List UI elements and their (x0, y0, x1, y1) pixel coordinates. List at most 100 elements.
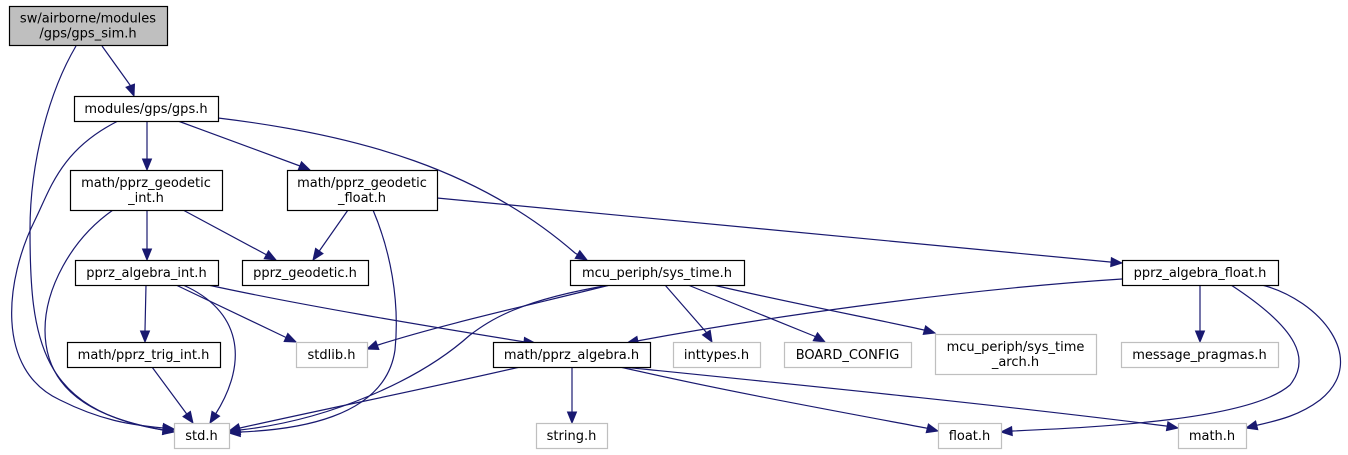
edge-geodetic_int-to-geodetic (182, 209, 278, 261)
edges-layer (11, 45, 1342, 438)
edge-algebra_float-to-math (1244, 284, 1342, 431)
node-std: std.h (173, 422, 231, 450)
edge-line (622, 366, 1168, 427)
edge-sys_time-to-board_config (687, 284, 827, 343)
node-label: pprz_algebra_float.h (1134, 266, 1267, 281)
nodes-layer: sw/airborne/modules/gps/gps_sim.hmodules… (8, 5, 1280, 450)
node-box (74, 259, 220, 287)
edge-line (44, 209, 164, 431)
edge-line (182, 284, 236, 416)
node-algebra-int[interactable]: pprz_algebra_int.h (74, 259, 220, 287)
arrowhead-icon (1165, 420, 1180, 432)
edge-line (151, 366, 188, 415)
node-gps-sim[interactable]: sw/airborne/modules/gps/gps_sim.h (8, 5, 169, 47)
arrowhead-icon (812, 331, 827, 343)
node-label: modules/gps/gps.h (84, 102, 207, 117)
edge-line (687, 284, 816, 338)
node-box (1177, 422, 1248, 450)
node-stdlib: stdlib.h (295, 341, 369, 369)
node-box (1120, 341, 1280, 369)
node-box (286, 169, 439, 212)
edge-algebra-to-math (622, 366, 1180, 432)
node-label: math/pprz_algebra.h (504, 348, 639, 363)
arrowhead-icon (574, 249, 589, 261)
arrowhead-icon (209, 410, 221, 425)
edge-line (636, 278, 1123, 342)
node-label: _arch.h (991, 355, 1039, 370)
node-float: float.h (937, 422, 1003, 450)
arrowhead-icon (139, 330, 151, 344)
node-label: message_pragmas.h (1132, 348, 1267, 363)
node-label: pprz_algebra_int.h (86, 266, 206, 281)
node-box (937, 422, 1003, 450)
edge-algebra-to-string (566, 367, 578, 425)
arrowhead-icon (566, 411, 578, 425)
edge-line (664, 284, 707, 333)
node-box (535, 422, 609, 450)
node-box (1121, 259, 1280, 287)
node-box (295, 341, 369, 369)
node-box (934, 333, 1098, 376)
node-geodetic-float[interactable]: math/pprz_geodetic_float.h (286, 169, 439, 212)
edge-gps-to-geodetic_int (141, 121, 153, 172)
node-label: math/pprz_geodetic (297, 176, 427, 191)
edge-line (239, 209, 397, 433)
edge-geodetic_float-to-geodetic (312, 209, 349, 262)
node-sys-time-arch: mcu_periph/sys_time_arch.h (934, 333, 1098, 376)
node-algebra[interactable]: math/pprz_algebra.h (492, 341, 652, 369)
node-geodetic[interactable]: pprz_geodetic.h (241, 259, 370, 287)
edge-line (182, 209, 267, 256)
edge-algebra-to-float (619, 366, 940, 434)
edge-geodetic_int-to-algebra_int (141, 210, 153, 262)
edge-sys_time-to-inttypes (664, 284, 713, 344)
node-box (672, 341, 762, 369)
node-geodetic-int[interactable]: math/pprz_geodetic_int.h (69, 169, 224, 212)
node-box (569, 259, 746, 287)
edge-algebra_int-to-trig_int (139, 284, 151, 344)
node-label: mcu_periph/sys_time (947, 340, 1085, 355)
node-label: pprz_geodetic.h (253, 266, 357, 281)
arrowhead-icon (701, 329, 713, 344)
node-label: float.h (949, 429, 991, 444)
edge-line (144, 284, 147, 331)
arrowhead-icon (925, 423, 940, 434)
node-sys-time[interactable]: mcu_periph/sys_time.h (569, 259, 746, 287)
arrowhead-icon (227, 422, 242, 433)
arrowhead-icon (263, 249, 278, 261)
arrowhead-icon (1110, 256, 1124, 268)
node-board-config: BOARD_CONFIG (783, 341, 913, 369)
node-label: stdlib.h (308, 348, 356, 363)
node-gps[interactable]: modules/gps/gps.h (73, 95, 220, 123)
node-label: math.h (1189, 429, 1235, 444)
edge-line (207, 284, 526, 343)
arrowhead-icon (312, 247, 324, 262)
edge-line (1011, 284, 1300, 432)
node-label: _float.h (337, 191, 386, 206)
node-algebra-float[interactable]: pprz_algebra_float.h (1121, 259, 1280, 287)
edge-algebra_float-to-message_pragmas (1194, 285, 1206, 344)
node-box (241, 259, 370, 287)
edge-line (377, 284, 611, 346)
node-label: string.h (547, 429, 597, 444)
node-box (783, 341, 913, 369)
node-math: math.h (1177, 422, 1248, 450)
node-box (492, 341, 652, 369)
arrowhead-icon (1194, 330, 1206, 344)
edge-line (436, 197, 1112, 263)
edge-line (712, 284, 925, 331)
edge-line (619, 366, 928, 429)
node-string: string.h (535, 422, 609, 450)
node-trig-int[interactable]: math/pprz_trig_int.h (66, 341, 222, 369)
node-label: /gps/gps_sim.h (39, 27, 136, 42)
node-label: math/pprz_geodetic (81, 176, 211, 191)
arrowhead-icon (141, 248, 153, 262)
edge-line (1256, 284, 1342, 426)
node-box (8, 5, 169, 47)
edge-gps_sim-to-gps (101, 45, 136, 98)
node-label: BOARD_CONFIG (796, 348, 900, 363)
node-box (173, 422, 231, 450)
arrowhead-icon (999, 425, 1013, 437)
node-label: math/pprz_trig_int.h (78, 348, 210, 363)
node-label: mcu_periph/sys_time.h (582, 266, 732, 281)
